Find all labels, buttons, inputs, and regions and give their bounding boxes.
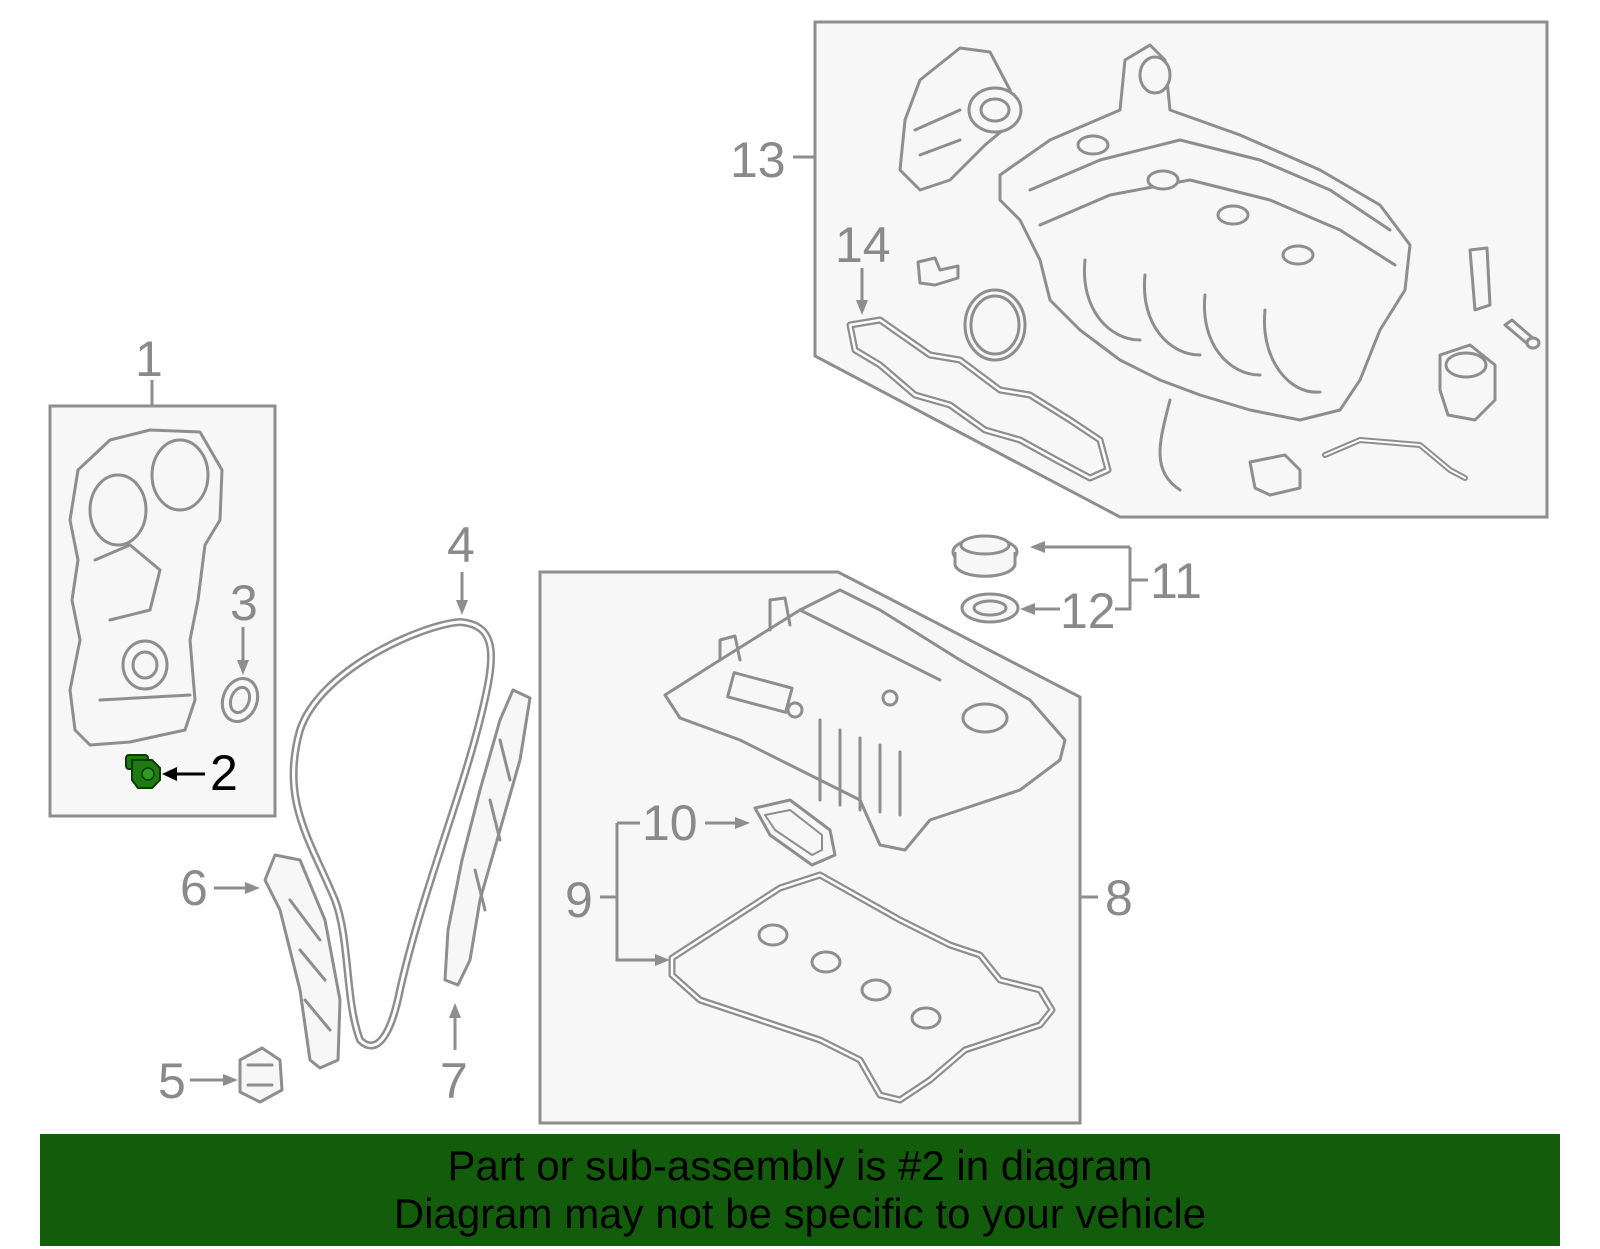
sensor-part bbox=[1468, 246, 1492, 312]
plug-seal-part bbox=[753, 798, 837, 867]
tensioner-arm-part bbox=[263, 853, 342, 1070]
callout-2: 2 bbox=[210, 745, 238, 801]
oil-cap-part bbox=[951, 534, 1019, 578]
screw-part bbox=[1503, 318, 1541, 350]
hose-part bbox=[1322, 437, 1468, 481]
valve-cover-gasket-part bbox=[668, 871, 1056, 1104]
chain-tensioner-part bbox=[238, 1046, 284, 1104]
valve-actuator-part bbox=[1438, 343, 1497, 422]
callout-10: 10 bbox=[642, 795, 698, 851]
connector-part bbox=[1248, 453, 1302, 497]
callout-4: 4 bbox=[447, 517, 475, 573]
bracket-small-part bbox=[916, 256, 960, 287]
front-seal-part bbox=[220, 677, 260, 723]
callout-13: 13 bbox=[730, 132, 786, 188]
intake-manifold-part bbox=[998, 43, 1412, 492]
timing-chain-part bbox=[289, 618, 496, 1050]
callout-8: 8 bbox=[1105, 870, 1133, 926]
callout-3: 3 bbox=[230, 575, 258, 631]
callout-6: 6 bbox=[180, 860, 208, 916]
banner-line-1: Part or sub-assembly is #2 in diagram bbox=[447, 1142, 1153, 1189]
valve-cover-part bbox=[663, 588, 1067, 852]
callout-5: 5 bbox=[158, 1053, 186, 1109]
bolt-part-highlighted bbox=[125, 754, 161, 789]
intake-gasket-part bbox=[846, 316, 1112, 482]
info-banner: Part or sub-assembly is #2 in diagram Di… bbox=[40, 1134, 1560, 1246]
callout-1: 1 bbox=[135, 331, 163, 387]
callout-14: 14 bbox=[835, 217, 891, 273]
oil-cap-seal-part bbox=[960, 592, 1020, 624]
callout-11: 11 bbox=[1150, 553, 1202, 609]
chain-guide-part bbox=[443, 688, 532, 987]
o-ring-part bbox=[963, 288, 1027, 362]
callout-9: 9 bbox=[565, 872, 593, 928]
throttle-body-part bbox=[898, 46, 1023, 192]
timing-cover-part bbox=[68, 428, 224, 747]
callout-7: 7 bbox=[440, 1053, 468, 1109]
banner-line-2: Diagram may not be specific to your vehi… bbox=[393, 1190, 1207, 1237]
callout-12: 12 bbox=[1060, 583, 1116, 639]
